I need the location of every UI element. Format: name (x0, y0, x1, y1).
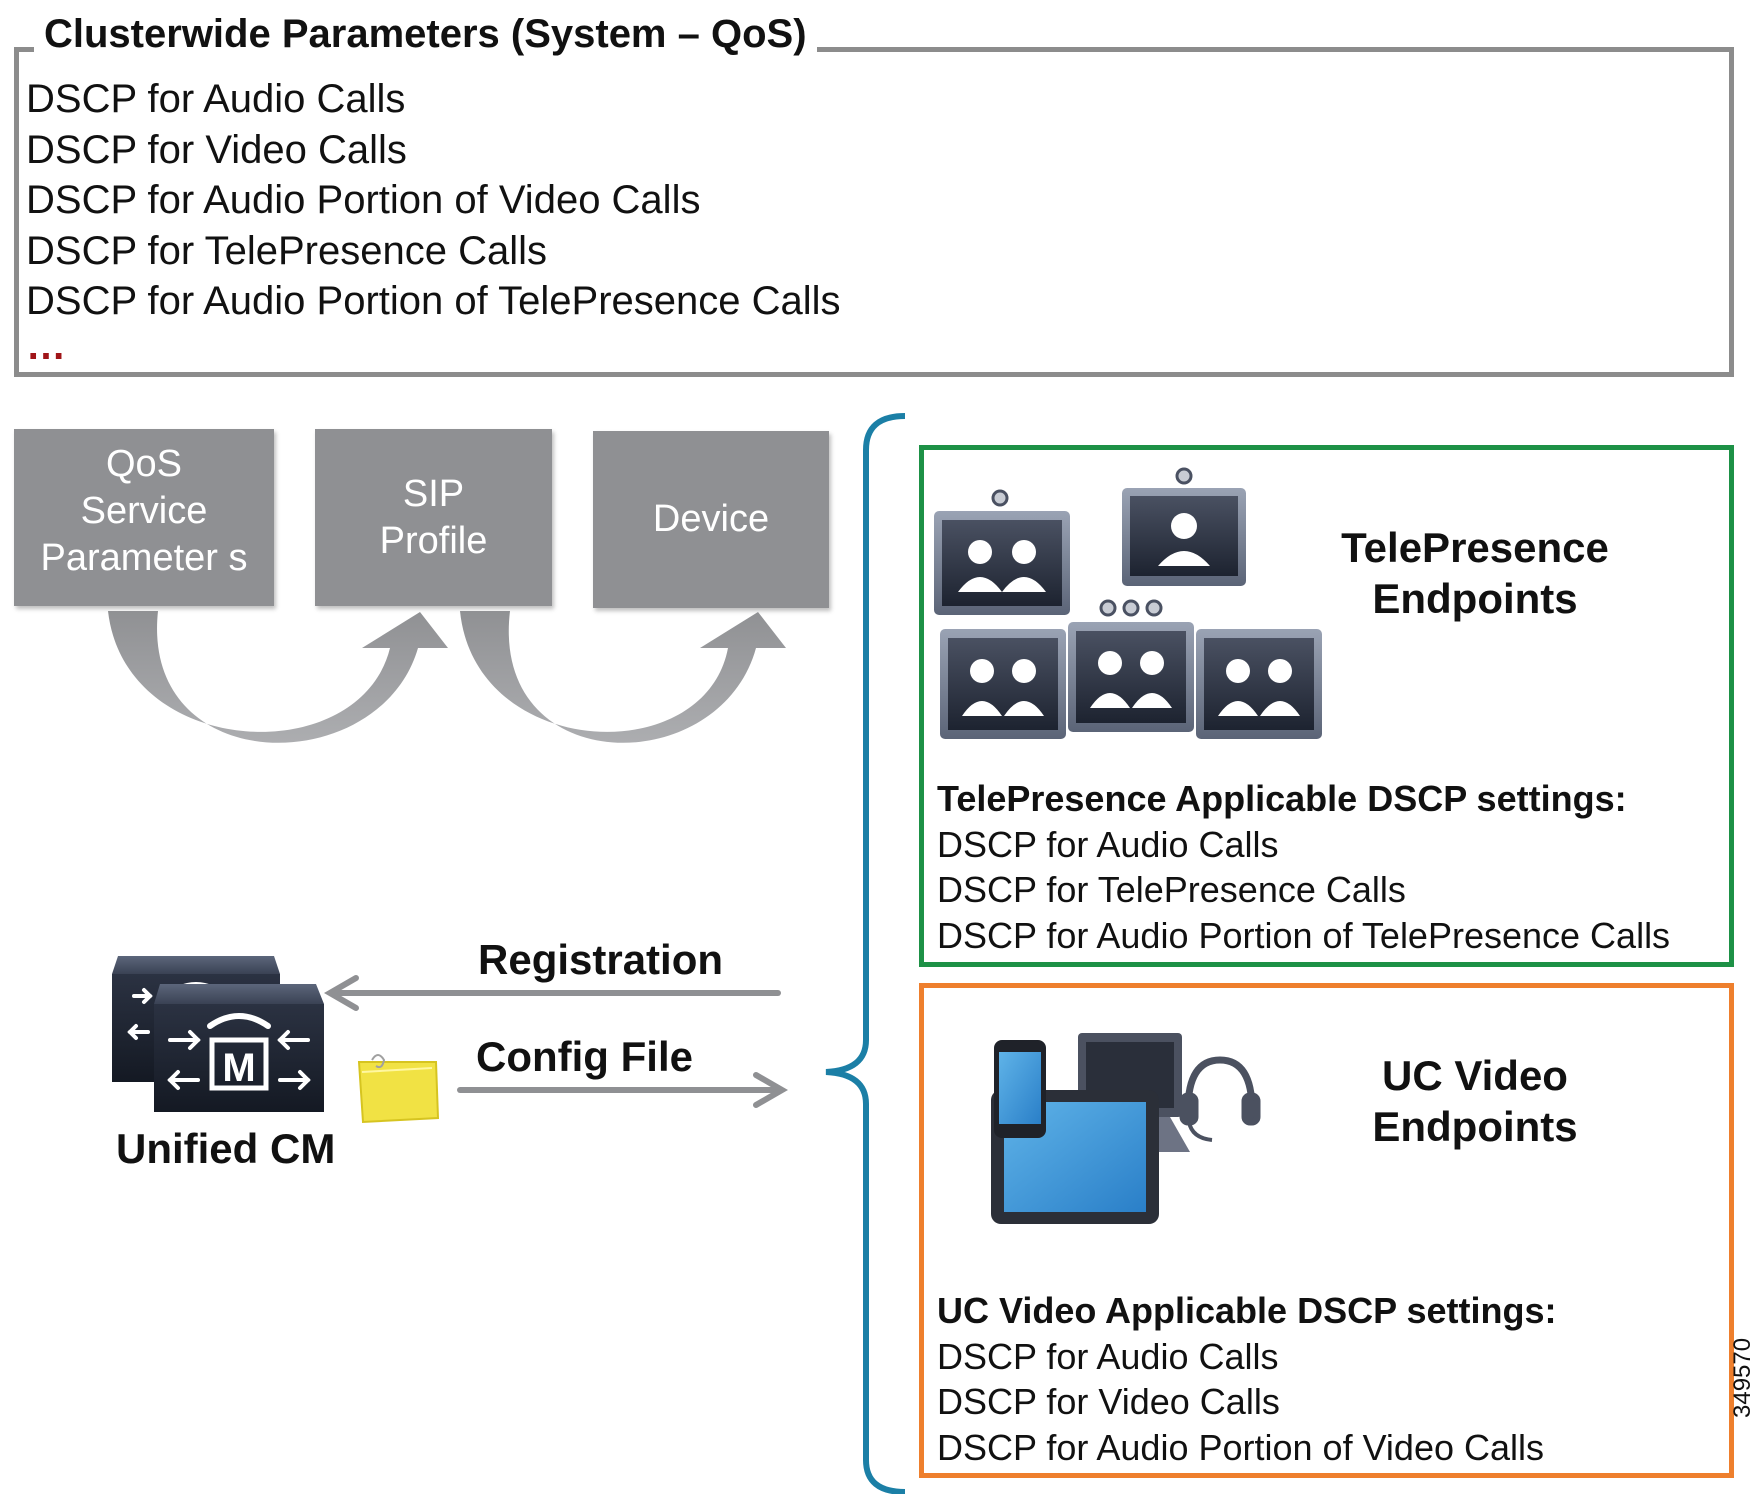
figure-number: 349570 (1729, 1337, 1756, 1418)
unified-cm-server-icon: M (112, 956, 324, 1112)
telepresence-endpoints-panel (919, 445, 1734, 967)
cluster-param-item: DSCP for Audio Calls (26, 77, 406, 121)
qos-service-parameters-box: QoS Service Parameter s (14, 429, 274, 606)
uc-video-endpoints-panel (919, 983, 1734, 1478)
device-box: Device (593, 431, 829, 608)
uc-video-settings-header: UC Video Applicable DSCP settings: (937, 1290, 1557, 1331)
curved-arrow-icon (460, 611, 786, 743)
uc-video-setting-item: DSCP for Video Calls (937, 1381, 1280, 1422)
telepresence-settings-header: TelePresence Applicable DSCP settings: (937, 778, 1627, 819)
telepresence-dscp-settings: TelePresence Applicable DSCP settings: D… (937, 776, 1670, 958)
qos-service-parameters-label: QoS Service Parameter s (40, 443, 248, 579)
smartphone-icon (994, 1040, 1046, 1138)
tp-screen-triple (940, 599, 1322, 739)
cluster-param-item: DSCP for Video Calls (26, 127, 407, 172)
config-file-icon (357, 1054, 440, 1124)
config-file-arrow (457, 1072, 789, 1108)
clusterwide-parameters-title: Clusterwide Parameters (System – QoS) (34, 8, 817, 60)
clusterwide-parameters-box (14, 47, 1734, 377)
telepresence-setting-item: DSCP for Audio Portion of TelePresence C… (937, 914, 1671, 956)
unified-cm-label: Unified CM (116, 1125, 336, 1172)
sip-profile-box: SIP Profile (315, 429, 552, 606)
device-label: Device (652, 498, 770, 540)
svg-text:M: M (222, 1046, 255, 1090)
tablet-icon (991, 1090, 1159, 1224)
telepresence-setting-item: DSCP for Audio Calls (937, 823, 1279, 865)
sip-profile-label: SIP Profile (379, 472, 488, 562)
uc-video-endpoints-title: UC Video Endpoints (1372, 1052, 1578, 1150)
clusterwide-parameters-list: DSCP for Audio Calls DSCP for Video Call… (26, 74, 841, 327)
headset-icon (1179, 1056, 1261, 1142)
uc-video-dscp-settings: UC Video Applicable DSCP settings: DSCP … (937, 1288, 1556, 1470)
curved-arrow-icon (108, 611, 448, 743)
cluster-param-item: DSCP for TelePresence Calls (26, 228, 547, 273)
telepresence-setting-item: DSCP for TelePresence Calls (937, 869, 1406, 910)
uc-video-setting-item: DSCP for Audio Calls (937, 1335, 1279, 1377)
tp-screen-one-person (1122, 467, 1246, 586)
telepresence-endpoints-icon (934, 467, 1322, 739)
config-file-label: Config File (476, 1033, 693, 1080)
tp-screen-two-person (934, 489, 1070, 615)
registration-arrow (323, 975, 781, 1011)
cluster-param-item: DSCP for Audio Portion of TelePresence C… (26, 279, 841, 323)
cluster-param-item: DSCP for Audio Portion of Video Calls (26, 178, 701, 222)
telepresence-endpoints-title: TelePresence Endpoints (1341, 524, 1609, 622)
registration-label: Registration (478, 936, 724, 983)
uc-video-endpoints-icon (991, 1033, 1261, 1224)
uc-video-setting-item: DSCP for Audio Portion of Video Calls (937, 1426, 1545, 1468)
cluster-param-ellipsis: … (26, 324, 68, 368)
